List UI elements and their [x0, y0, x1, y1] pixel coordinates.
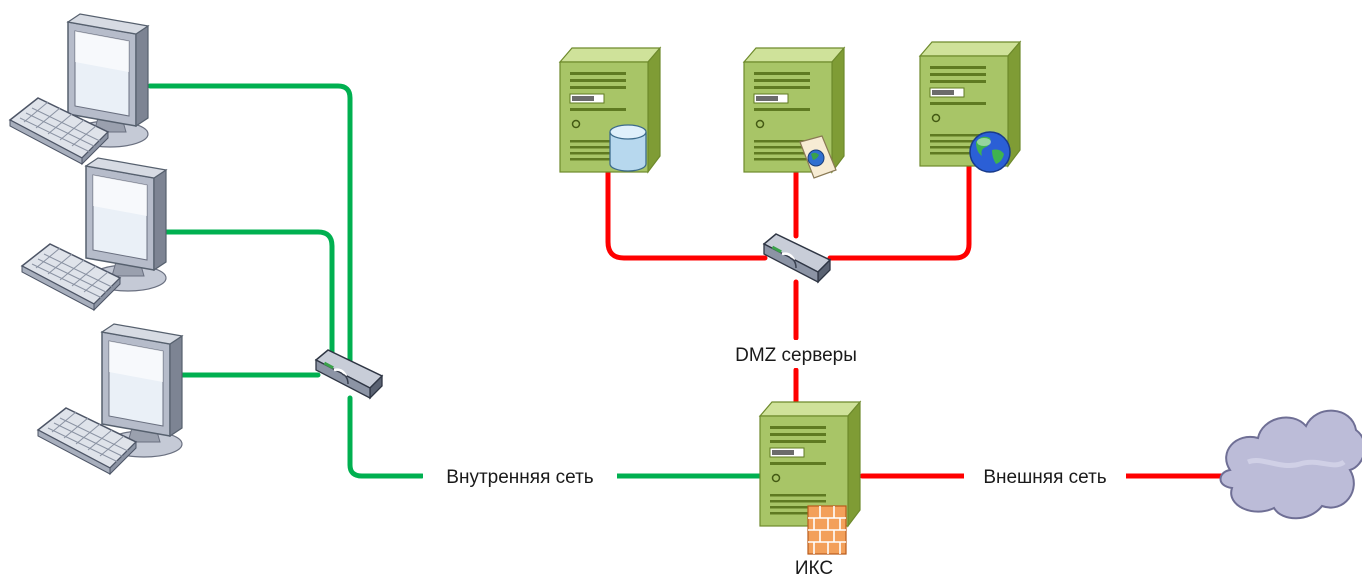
internet-server-icon: [969, 131, 1011, 173]
database-server[interactable]: [559, 47, 661, 173]
web-document-server[interactable]: [743, 47, 845, 179]
database-server-icon: [609, 124, 647, 172]
dmz-servers-label: DMZ серверы: [735, 345, 857, 366]
cloud-icon[interactable]: [1219, 409, 1362, 520]
gateway-server[interactable]: [759, 401, 861, 555]
dmz-links: [605, 162, 972, 425]
link-label-internal: Внутренняя сеть: [423, 463, 617, 489]
gateway-label: ИКС: [795, 558, 833, 576]
network-switch-icon[interactable]: [762, 232, 832, 284]
link-label-external: Внешняя сеть: [964, 463, 1126, 489]
link-label-dmz: DMZ серверы: [712, 340, 880, 368]
web-document-server-icon: [799, 135, 837, 179]
external-network-label: Внешняя сеть: [983, 467, 1106, 488]
internal-network-label: Внутренняя сеть: [446, 467, 593, 488]
internet-server[interactable]: [919, 41, 1021, 173]
internal-links: [147, 83, 773, 479]
workstation-2[interactable]: [21, 157, 167, 311]
firewall-gateway-server-icon: [807, 505, 847, 555]
workstation-1[interactable]: [9, 13, 149, 165]
workstation-3[interactable]: [37, 323, 183, 475]
